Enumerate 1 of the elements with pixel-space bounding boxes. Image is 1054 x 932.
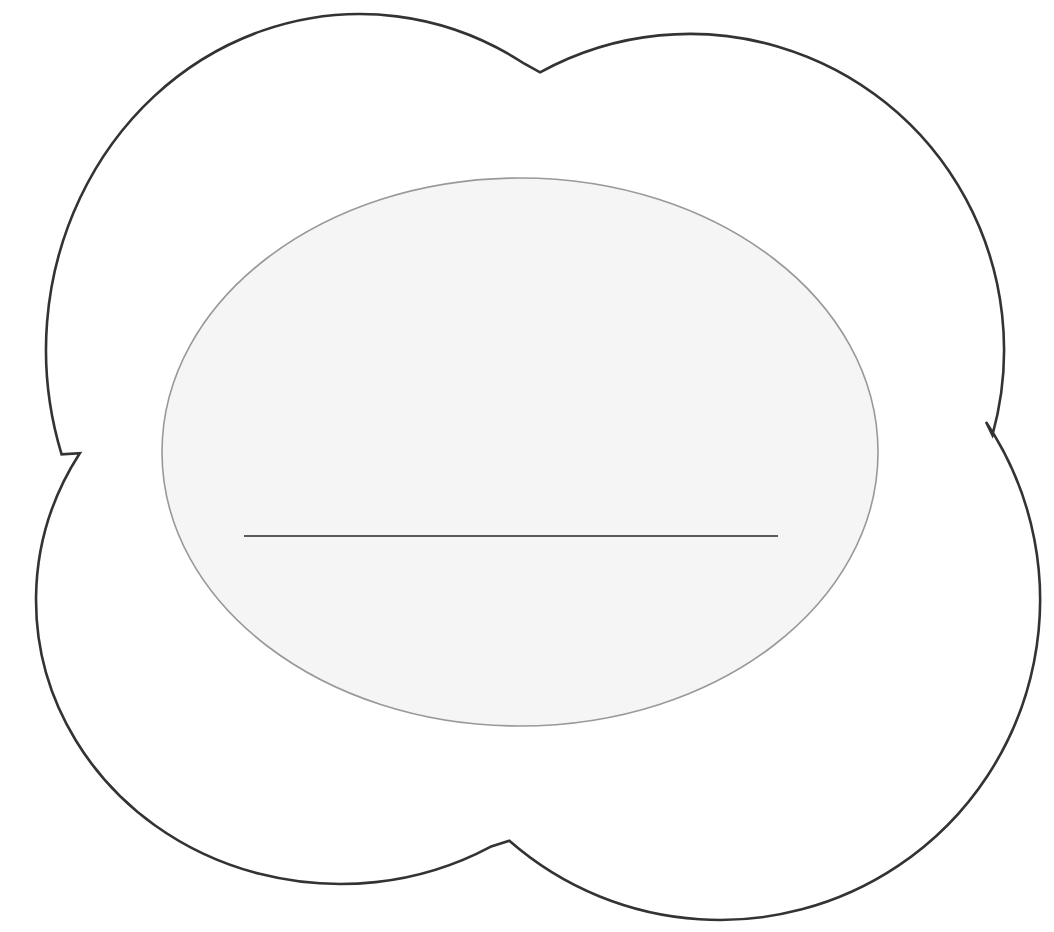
- ellipse-shape: [161, 177, 879, 727]
